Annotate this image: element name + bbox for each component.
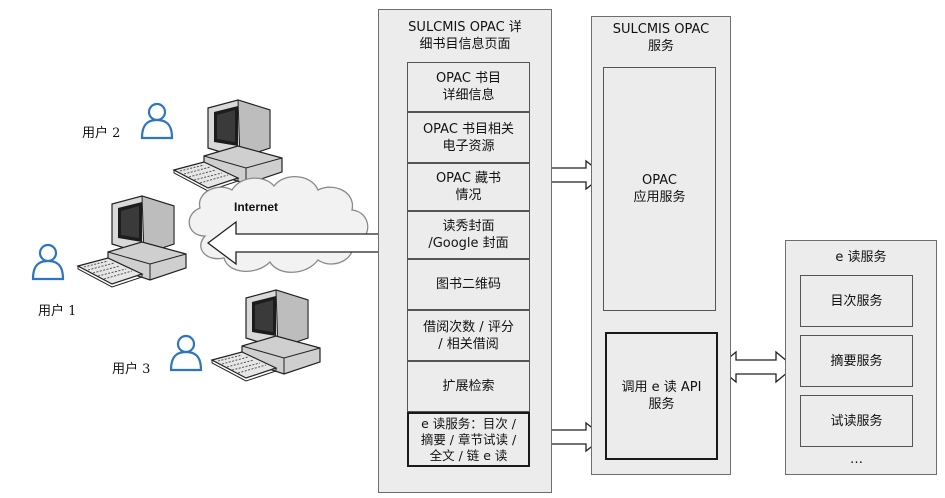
user-icon-2 xyxy=(140,102,174,140)
user-1-label: 用户 1 xyxy=(38,304,77,319)
detail-item-bib-info: OPAC 书目 详细信息 xyxy=(407,62,530,112)
opac-service-title: SULCMIS OPAC 服务 xyxy=(612,22,710,54)
user-icon-1 xyxy=(31,243,65,281)
user-3-label: 用户 3 xyxy=(112,362,151,377)
computer-icon-top xyxy=(173,99,283,192)
detail-item-cover: 读秀封面 /Google 封面 xyxy=(407,211,530,259)
computer-icon-middle xyxy=(77,195,187,288)
cloud-icon xyxy=(188,176,369,273)
eread-toc-service: 目次服务 xyxy=(800,275,913,327)
eread-abstract-service: 摘要服务 xyxy=(800,335,913,387)
eread-more-ellipsis: … xyxy=(850,452,863,467)
user-icon-3 xyxy=(169,334,203,372)
internet-label: Internet xyxy=(234,200,279,214)
detail-item-qrcode: 图书二维码 xyxy=(407,259,530,310)
detail-item-eread-service: e 读服务：目次 / 摘要 / 章节试读 / 全文 / 链 e 读 xyxy=(407,412,530,467)
eread-trial-service: 试读服务 xyxy=(800,395,913,447)
detail-item-holdings: OPAC 藏书 情况 xyxy=(407,163,530,211)
detail-page-title: SULCMIS OPAC 详 细书目信息页面 xyxy=(408,20,522,52)
detail-item-borrow-stats: 借阅次数 / 评分 / 相关借阅 xyxy=(407,310,530,361)
detail-item-e-resources: OPAC 书目相关 电子资源 xyxy=(407,112,530,163)
detail-item-extended-search: 扩展检索 xyxy=(407,361,530,412)
eread-service-title: e 读服务 xyxy=(835,250,887,265)
eread-api-service-box: 调用 e 读 API 服务 xyxy=(605,332,718,460)
user-2-label: 用户 2 xyxy=(82,126,121,141)
opac-app-service-box: OPAC 应用服务 xyxy=(603,67,716,311)
computer-icon-bottom xyxy=(211,289,321,382)
